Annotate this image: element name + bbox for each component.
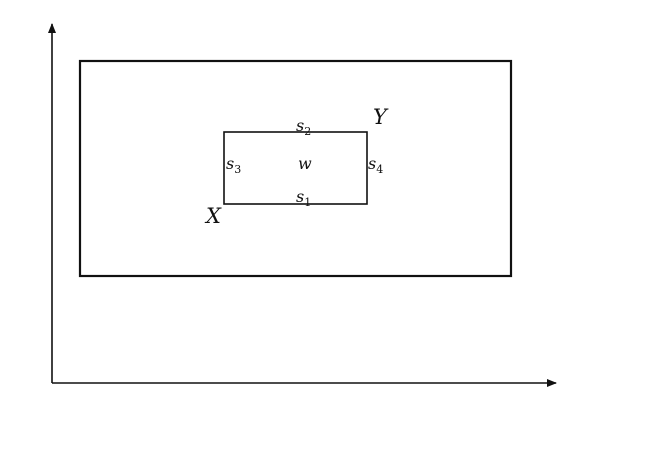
label-side-right: s4 bbox=[368, 154, 383, 176]
outer-rectangle bbox=[78, 59, 513, 278]
label-side-bottom: s1 bbox=[296, 187, 311, 209]
label-side-left: s3 bbox=[226, 154, 241, 176]
inner-rectangle bbox=[223, 131, 368, 205]
label-corner-y: Y bbox=[373, 105, 389, 129]
label-side-top: s2 bbox=[296, 116, 311, 138]
label-corner-x: X bbox=[204, 204, 222, 228]
label-center: w bbox=[298, 154, 312, 173]
